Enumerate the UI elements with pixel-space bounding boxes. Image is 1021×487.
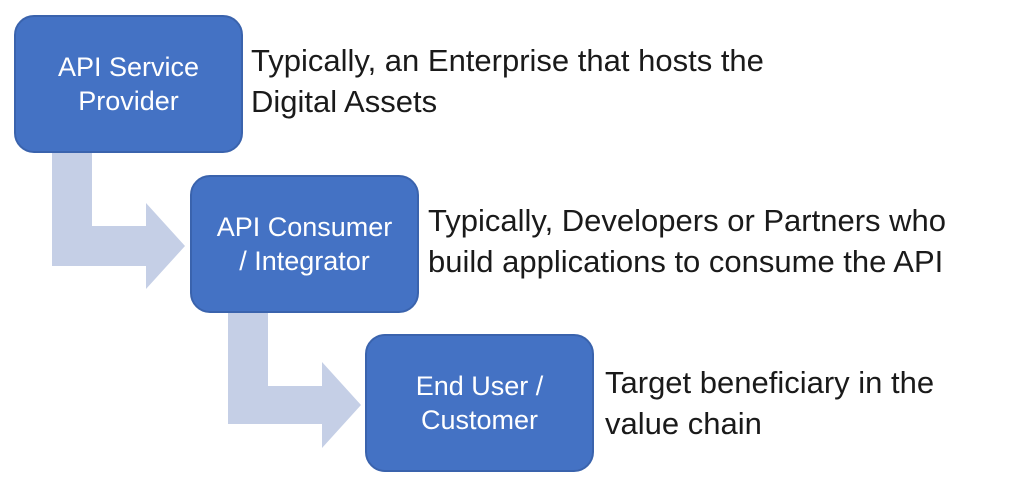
api-service-provider-box: API Service Provider bbox=[14, 15, 243, 153]
bent-arrow-consumer-to-enduser bbox=[228, 313, 361, 448]
box-label-line: Provider bbox=[78, 86, 179, 116]
end-user-customer-box: End User / Customer bbox=[365, 334, 594, 472]
description-line: Digital Assets bbox=[251, 84, 438, 119]
api-consumer-integrator-box: API Consumer / Integrator bbox=[190, 175, 419, 313]
description-line: Typically, an Enterprise that hosts the bbox=[251, 43, 764, 78]
description-line: Target beneficiary in the bbox=[605, 365, 935, 400]
box-label-line: Customer bbox=[420, 405, 539, 435]
description-line: Typically, Developers or Partners who bbox=[428, 203, 947, 238]
description-line: build applications to consume the API bbox=[428, 244, 944, 279]
end-user-customer-description: Target beneficiary in the value chain bbox=[605, 362, 934, 444]
box-label-line: / Integrator bbox=[239, 246, 370, 276]
box-label-line: API Consumer bbox=[216, 212, 393, 242]
api-consumer-integrator-description: Typically, Developers or Partners who bu… bbox=[428, 200, 946, 282]
box-label-line: End User / bbox=[415, 371, 544, 401]
description-line: value chain bbox=[605, 406, 762, 441]
box-label-line: API Service bbox=[57, 52, 200, 82]
bent-arrow-provider-to-consumer bbox=[52, 153, 185, 289]
api-service-provider-description: Typically, an Enterprise that hosts the … bbox=[251, 40, 764, 122]
